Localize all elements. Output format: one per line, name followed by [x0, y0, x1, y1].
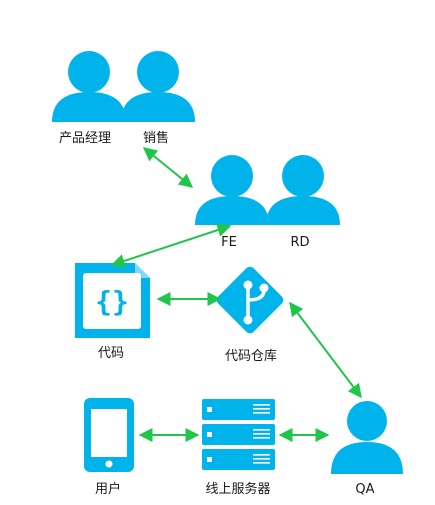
- edge-fe-code: [110, 223, 232, 268]
- person-icon: [121, 51, 195, 122]
- label-rd: RD: [290, 235, 310, 250]
- label-user: 用户: [94, 482, 122, 497]
- label-qa: QA: [355, 482, 375, 497]
- git-repo-icon: [216, 266, 284, 334]
- person-icon: [331, 401, 403, 474]
- mobile-phone-icon: [84, 398, 134, 472]
- person-icon: [52, 51, 126, 122]
- code-file-icon: {}: [75, 263, 150, 338]
- label-sales: 销售: [142, 131, 170, 146]
- label-fe: FE: [221, 235, 237, 250]
- person-icon: [195, 155, 269, 225]
- label-code: 代码: [97, 346, 125, 361]
- label-repo: 代码仓库: [224, 349, 278, 364]
- label-product-manager: 产品经理: [58, 131, 112, 146]
- edge-repo-qa: [289, 301, 362, 399]
- svg-text:{}: {}: [95, 285, 129, 318]
- server-rack-icon: [202, 399, 275, 470]
- edge-sales-fe: [142, 147, 194, 188]
- label-server: 线上服务器: [205, 482, 271, 497]
- person-icon: [266, 155, 340, 225]
